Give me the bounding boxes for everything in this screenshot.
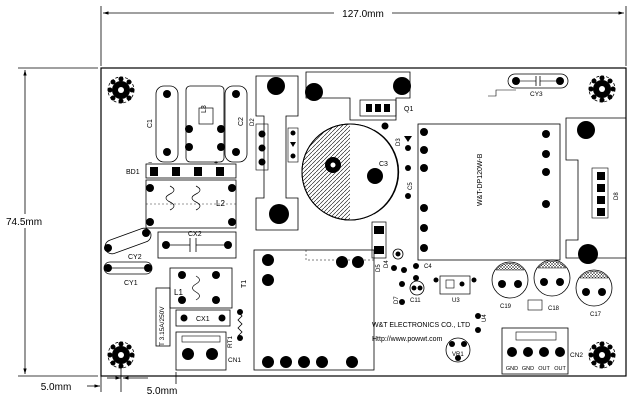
label-c2: C2 [238,117,245,126]
inductor-l1: L1 [169,267,233,309]
label-c5: C5 [408,182,414,190]
label-module: W&T-DP120W-B [477,153,484,206]
label-l2: L2 [216,199,225,208]
capacitor-c3: C3 [301,123,400,221]
height-dimension: 74.5mm [6,217,42,228]
potentiometer-vr1: VR1 [445,337,471,363]
label-fuse: T 3.15A/250V [159,306,166,346]
regulator-u4: U4 [475,313,488,333]
label-c11: C11 [410,298,421,304]
mounting-hole-bottom-left [107,341,135,369]
label-u4: U4 [482,314,488,322]
thermistor-rt1: RT1 [227,309,243,348]
label-cy3: CY3 [530,91,543,98]
capacitor-cy3: CY3 [488,73,569,98]
label-cy2: CY2 [128,254,142,261]
capacitor-c2: C2 [224,85,248,163]
label-t1: T1 [241,280,248,288]
label-cx1: CX1 [196,316,210,323]
diode-d7: D7 [394,281,405,305]
label-cn2: CN2 [570,352,583,359]
label-cy1: CY1 [124,280,138,287]
mounting-hole-bottom-right [588,341,616,369]
label-d8: D8 [614,192,620,200]
label-c1: C1 [147,119,154,128]
company-name: W&T ELECTRONICS CO., LTD [372,322,470,329]
label-vr1: VR1 [452,352,464,358]
cn2-pin-1: GND [506,366,518,372]
width-dimension: 127.0mm [342,9,384,20]
capacitor-c1: C1 [147,85,179,163]
label-d2: D2 [250,118,256,126]
board-outline [100,67,627,377]
heatsink-d2: D2 [250,75,299,231]
label-d4: D4 [384,260,390,268]
module-board: W&T-DP120W-B [417,123,561,261]
offset-x-dimension: 5.0mm [41,382,72,393]
capacitor-c19: C19 [491,261,529,310]
label-d5: D5 [376,264,382,272]
cn2-pin-2: GND [522,366,534,372]
label-d7: D7 [394,296,400,304]
connector-cn1: CN1 [175,331,241,371]
height-dim-bg [2,214,46,228]
label-l1: L1 [174,288,183,297]
label-bd1-minus: − [148,160,152,167]
company-website: Http://www.powwt.com [372,336,443,343]
label-c19: C19 [500,304,512,310]
label-cx2: CX2 [188,231,202,238]
capacitor-c11: C11 [409,280,425,304]
capacitor-cy2: CY2 [104,227,152,261]
label-bd1-plus: + [214,160,218,167]
diode-d4: D4 [384,248,407,273]
capacitor-c18: C18 [527,259,571,312]
label-q1: Q1 [404,106,413,113]
capacitor-cx1: CX1 [175,309,231,327]
capacitor-c17: C17 [575,269,613,318]
connector-cn2: GND GND OUT OUT CN2 [501,327,583,375]
label-u3: U3 [452,298,460,304]
cn2-pin-4: OUT [554,366,566,372]
diode-d3: D3 [381,122,412,151]
label-cn1: CN1 [228,357,241,364]
width-dim-bg [334,6,392,20]
label-c18: C18 [548,306,560,312]
mounting-hole-top-right [588,75,616,103]
label-c4: C4 [424,264,432,270]
heatsink-d8: D8 [565,117,627,264]
mosfet-q1: Q1 [305,71,413,121]
label-c3: C3 [379,161,388,168]
capacitor-cy1: CY1 [103,261,153,287]
capacitor-c5: C5 [405,165,414,199]
mounting-hole-top-left [107,76,135,104]
inductor-l2: L2 [145,179,237,229]
label-c17: C17 [590,312,602,318]
capacitor-cx2: CX2 [157,231,237,259]
inductor-l3: L3 [185,85,225,163]
bridge-rectifier-bd1: BD1 − + [126,160,237,179]
diode-d5: D5 [371,221,387,272]
label-rt1: RT1 [227,335,234,348]
label-bd1: BD1 [126,169,140,176]
label-d3: D3 [396,138,402,146]
label-l3: L3 [201,105,208,113]
capacitor-c4: C4 [413,263,432,281]
cn2-pin-3: OUT [538,366,550,372]
transformer-t1: T1 [241,249,375,371]
offset-y-dimension: 5.0mm [147,386,178,397]
optocoupler-u3: U3 [433,275,477,304]
fuse-f1: T 3.15A/250V [155,287,171,347]
